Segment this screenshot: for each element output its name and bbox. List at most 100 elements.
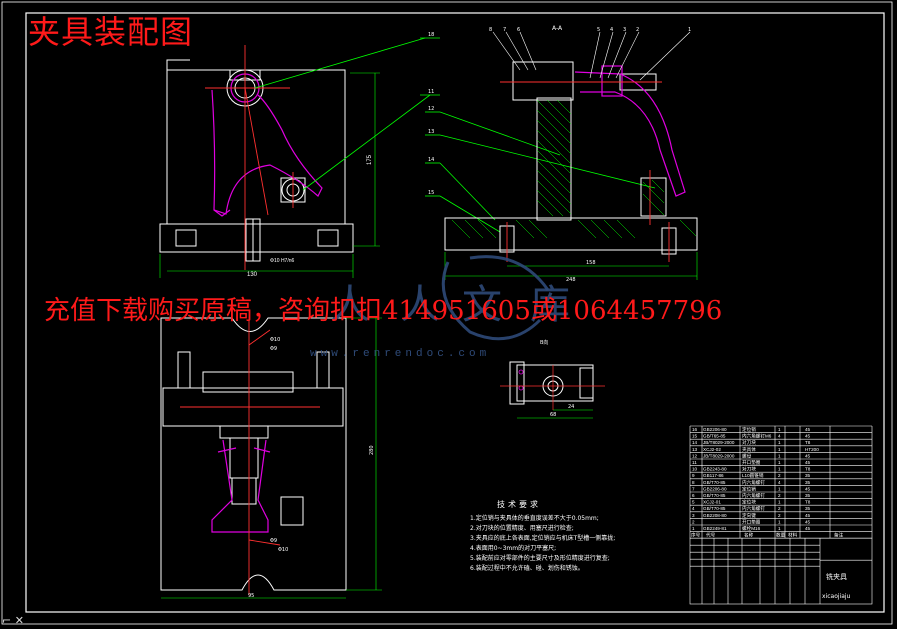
parts-row-code: GB2208-80 (703, 513, 727, 518)
parts-row-name: 内六角螺钉 (742, 505, 765, 512)
parts-row-material: 45 (805, 526, 811, 531)
parts-row-material: T8 (805, 440, 811, 445)
svg-text:3: 3 (623, 27, 626, 33)
parts-row-material: T8 (805, 500, 811, 505)
svg-text:人: 人 (400, 282, 440, 328)
parts-row-no: 16 (692, 427, 698, 432)
hole-label-1: Φ10 (270, 337, 280, 343)
parts-row-code: GB2249-81 (703, 526, 727, 531)
tech-requirement-line: 2.对刀块的位置精度、用塞尺进行检查; (470, 525, 574, 532)
svg-text:文: 文 (462, 282, 502, 328)
parts-row-no: 6 (692, 493, 695, 498)
parts-row-code: GB/T70-85 (703, 506, 726, 511)
svg-text:人: 人 (330, 282, 370, 328)
plan-view-centerlines (180, 320, 320, 595)
tech-requirements-title: 技术要求 (497, 500, 541, 509)
parts-header-cell: 数量 (776, 532, 786, 539)
hole-label-2: Φ9 (270, 346, 277, 352)
watermark-logo-chars: 人 人 文 库 (330, 282, 570, 328)
parts-row-code: GB2206-80 (703, 486, 727, 491)
inner-frame (25, 12, 885, 613)
parts-row-code: GB2243-80 (703, 467, 727, 472)
section-view-centerlines (500, 81, 670, 262)
parts-row-material: 35 (805, 473, 811, 478)
parts-row-qty: 1 (778, 427, 781, 432)
hole-label-3: Φ9 (270, 538, 277, 544)
parts-row-no: 4 (692, 506, 695, 511)
parts-header-cell: 材料 (788, 532, 798, 539)
parts-row-no: 2 (692, 519, 695, 524)
svg-text:2: 2 (636, 27, 639, 33)
parts-row-qty: 1 (778, 467, 781, 472)
parts-row-name: 开口垫圈 (742, 459, 761, 466)
callout-18: 18 (428, 32, 434, 38)
front-fit-label: Φ10 H7/n6 (270, 258, 295, 264)
parts-row-qty: 4 (778, 480, 781, 485)
parts-row-qty: 1 (778, 440, 781, 445)
front-width-label: 130 (247, 272, 258, 278)
parts-row-material: 45 (805, 486, 811, 491)
parts-row-qty: 1 (778, 500, 781, 505)
svg-text:8: 8 (489, 27, 492, 33)
parts-row-qty: 2 (778, 493, 781, 498)
parts-row-code: GB117-86 (703, 473, 724, 478)
parts-row-material: 45 (805, 434, 811, 439)
view-b-dimensions (517, 409, 593, 419)
parts-row-code: JB/T8029-2000 (703, 453, 735, 458)
callout-15: 15 (428, 190, 434, 196)
front-view-dimensions (159, 72, 380, 278)
parts-row-no: 15 (692, 434, 698, 439)
svg-text:4: 4 (610, 27, 613, 33)
parts-row-name: 螺母 (742, 452, 752, 459)
parts-row-name: L10圆锥销 (742, 472, 764, 479)
svg-text:5: 5 (597, 27, 600, 33)
parts-header-cell: 名称 (744, 532, 754, 539)
parts-row-code: GB2206-80 (703, 427, 727, 432)
svg-text:7: 7 (503, 27, 506, 33)
parts-row-code: GB/T65-85 (703, 434, 726, 439)
tech-requirements-list: 1.定位销与夹具体的垂直度误差不大于0.05mm; 2.对刀块的位置精度、用塞尺… (470, 514, 615, 574)
side-width-label: 158 (586, 260, 596, 266)
parts-row-code: JB/T8029-2000 (703, 440, 735, 445)
parts-row-material: 35 (805, 493, 811, 498)
callout-leaders (254, 37, 656, 233)
section-top-leaders (492, 31, 691, 81)
parts-table-grid (689, 425, 873, 605)
drawing-name: 铣夹具 (826, 572, 847, 581)
parts-row-material: 45 (805, 519, 811, 524)
view-b-centerlines (500, 365, 605, 410)
parts-row-no: 12 (692, 453, 698, 458)
download-ad-overlay[interactable]: 充值下载购买原稿，咨询扣扣414951605或1064457796 (44, 296, 723, 326)
parts-row-name: 定位块 (742, 499, 756, 506)
tech-requirement-line: 1.定位销与夹具体的垂直度误差不大于0.05mm; (470, 515, 599, 522)
parts-row-no: 9 (692, 473, 695, 478)
parts-row-name: 内六角螺钉M6 (742, 433, 772, 440)
callout-11: 11 (428, 89, 434, 95)
tech-requirement-line: 6.装配过程中不允许磕、碰、划伤和锈蚀。 (470, 565, 584, 572)
parts-header-cell: 备注 (834, 532, 844, 539)
parts-row-name: 内六角螺钉 (742, 492, 765, 499)
hole-label-4: Φ10 (278, 547, 288, 553)
callout-13: 13 (428, 129, 434, 135)
parts-row-name: 开口垫圈 (742, 518, 761, 525)
parts-row-no: 1 (692, 526, 695, 531)
side-total-label: 248 (566, 277, 576, 283)
parts-row-name: 定向键 (742, 512, 756, 519)
parts-row-material: 45 (805, 513, 811, 518)
parts-header-cell: 代号 (706, 532, 716, 539)
parts-row-name: 定位销 (742, 485, 756, 492)
parts-row-name: 螺栓M16 (742, 525, 761, 532)
plan-view (160, 317, 347, 591)
parts-row-code: XCJ2-02 (703, 447, 721, 452)
top-callout-numbers: 8 7 6 5 4 3 2 1 (489, 27, 691, 33)
tech-requirement-line: 4.表面用0~3mm的对刀平塞尺; (470, 545, 557, 552)
view-b-workpiece (518, 369, 524, 391)
front-view-centerlines (205, 45, 294, 270)
parts-row-qty: 1 (778, 519, 781, 524)
parts-row-code: GB/T70-85 (703, 493, 726, 498)
parts-row-qty: 4 (778, 434, 781, 439)
section-view-body (444, 61, 698, 255)
front-height-label: 175 (367, 154, 373, 165)
section-view-workpiece (574, 65, 686, 197)
parts-header-cell: 序号 (691, 532, 701, 539)
